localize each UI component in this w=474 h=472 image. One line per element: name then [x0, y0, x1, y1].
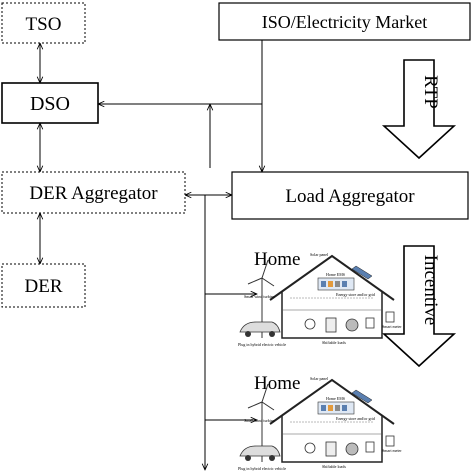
home-2-title: Home — [254, 373, 300, 394]
home-1-storage: Energy store and/or grid — [336, 292, 375, 297]
home-2-loads: Shiftable loads — [322, 464, 346, 469]
home-2-meter: Smart meter — [382, 448, 402, 453]
load-aggregator-label: Load Aggregator — [285, 186, 415, 207]
home-2-solar: Solar panel — [310, 376, 329, 381]
home-1-ev: Plug in hybrid electric vehicle — [238, 342, 286, 347]
iso-market-node: ISO/Electricity Market — [218, 2, 471, 41]
rtp-arrow: RTP — [381, 59, 457, 160]
home-1-hems: Home EMS — [326, 272, 345, 277]
der-aggregator-label: DER Aggregator — [29, 183, 158, 204]
dso-node: DSO — [1, 82, 99, 124]
tso-label: TSO — [26, 14, 62, 35]
dso-label: DSO — [30, 93, 70, 115]
home-1-title: Home — [254, 249, 300, 270]
home-1: Home Solar panel Home EMS Small wind tur… — [238, 249, 402, 347]
home-2-hems: Home EMS — [326, 396, 345, 401]
home-2-wind: Small wind turbine — [244, 418, 275, 423]
home-2-storage: Energy store and/or grid — [336, 416, 375, 421]
home-2-ev: Plug in hybrid electric vehicle — [238, 466, 286, 471]
home-2-illustration: Solar panel Home EMS Small wind turbine … — [238, 376, 402, 471]
der-node: DER — [1, 263, 86, 308]
home-1-meter: Smart meter — [382, 324, 402, 329]
home-1-wind: Small wind turbine — [244, 294, 275, 299]
der-label: DER — [25, 276, 63, 297]
home-1-illustration: Solar panel Home EMS Small wind turbine … — [238, 252, 402, 347]
home-1-solar: Solar panel — [310, 252, 329, 257]
incentive-arrow: Incentive — [381, 245, 457, 368]
tso-node: TSO — [1, 2, 86, 44]
rtp-label: RTP — [420, 75, 441, 109]
connections — [40, 40, 262, 470]
home-2: Home Solar panel Home EMS Small wind tur… — [238, 373, 402, 471]
der-aggregator-node: DER Aggregator — [1, 171, 186, 214]
home-1-loads: Shiftable loads — [322, 340, 346, 345]
load-aggregator-node: Load Aggregator — [231, 171, 469, 220]
incentive-label: Incentive — [420, 255, 441, 326]
iso-market-label: ISO/Electricity Market — [262, 12, 427, 32]
